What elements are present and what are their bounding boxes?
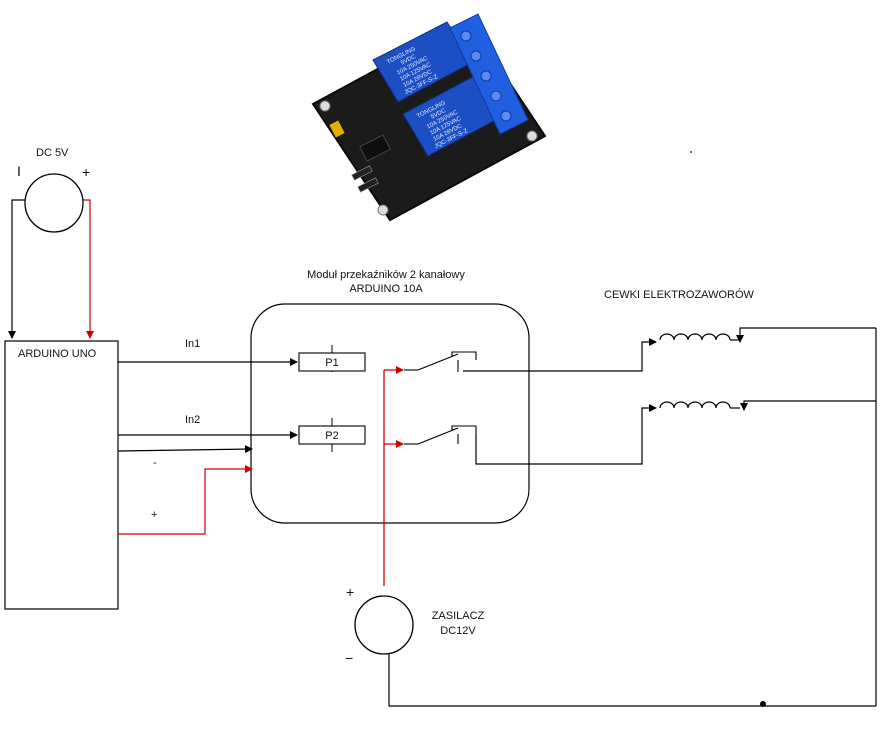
screw-terminal-block	[449, 13, 529, 135]
psu-plus-label: +	[346, 584, 354, 600]
relay-p1: P1	[298, 345, 366, 372]
coil2-return-wire	[740, 400, 876, 411]
coil2-feed-wire	[475, 404, 657, 465]
relay-p2-label: P2	[325, 430, 338, 442]
coil1-feed-wire	[463, 338, 657, 372]
vcc-label: +	[151, 509, 157, 521]
dc5v-source: DC 5V I +	[17, 147, 90, 233]
dc5v-label: DC 5V	[36, 147, 69, 159]
coil-1	[659, 333, 740, 341]
psu-minus-label: −	[345, 650, 353, 666]
psu-symbol	[354, 595, 414, 655]
pin-header	[351, 165, 379, 193]
psu-label-line2: DC12V	[440, 625, 476, 637]
dc5v-positive-wire	[83, 199, 94, 339]
mounting-hole	[526, 130, 538, 142]
mounting-hole	[377, 204, 389, 216]
optocoupler-chip	[359, 134, 391, 162]
arduino-uno-label: ARDUINO UNO	[18, 348, 97, 360]
dc5v-minus-label: I	[17, 163, 21, 179]
relay-module-photo: TONGLING 5VDC 10A 250VAC 10A 125VAC 10A …	[311, 13, 547, 222]
junction-dot	[760, 701, 766, 707]
stray-dot	[690, 151, 692, 153]
in1-label: In1	[185, 338, 200, 350]
module-title-line1: Moduł przekaźników 2 kanałowy	[307, 269, 465, 281]
relay-module-box	[250, 303, 530, 524]
relay-p1-label: P1	[325, 357, 338, 369]
gnd-wire	[117, 445, 253, 454]
in2-label: In2	[185, 414, 200, 426]
gnd-label: -	[153, 457, 157, 469]
mounting-hole	[319, 100, 331, 112]
relay-switch-2	[404, 425, 477, 445]
coils-label: CEWKI ELEKTROZAWORÓW	[604, 288, 755, 301]
coil-2	[659, 401, 740, 409]
psu-negative-wire	[388, 654, 876, 707]
jumper	[329, 120, 345, 138]
psu-label-line1: ZASILACZ	[432, 610, 485, 622]
vcc-wire	[118, 465, 253, 535]
relay-component-top: TONGLING 5VDC 10A 250VAC 10A 125VAC 10A …	[372, 21, 474, 103]
coil1-return-wire	[736, 327, 876, 343]
relay-switch-1	[404, 351, 477, 372]
relay-p2: P2	[298, 418, 366, 452]
module-title-line2: ARDUINO 10A	[349, 283, 423, 295]
dc5v-plus-label: +	[82, 164, 90, 180]
dc5v-symbol	[24, 173, 84, 233]
dc5v-negative-wire	[8, 199, 25, 339]
psu-12v: + − ZASILACZ DC12V	[345, 584, 485, 666]
arduino-uno-box	[4, 340, 119, 610]
